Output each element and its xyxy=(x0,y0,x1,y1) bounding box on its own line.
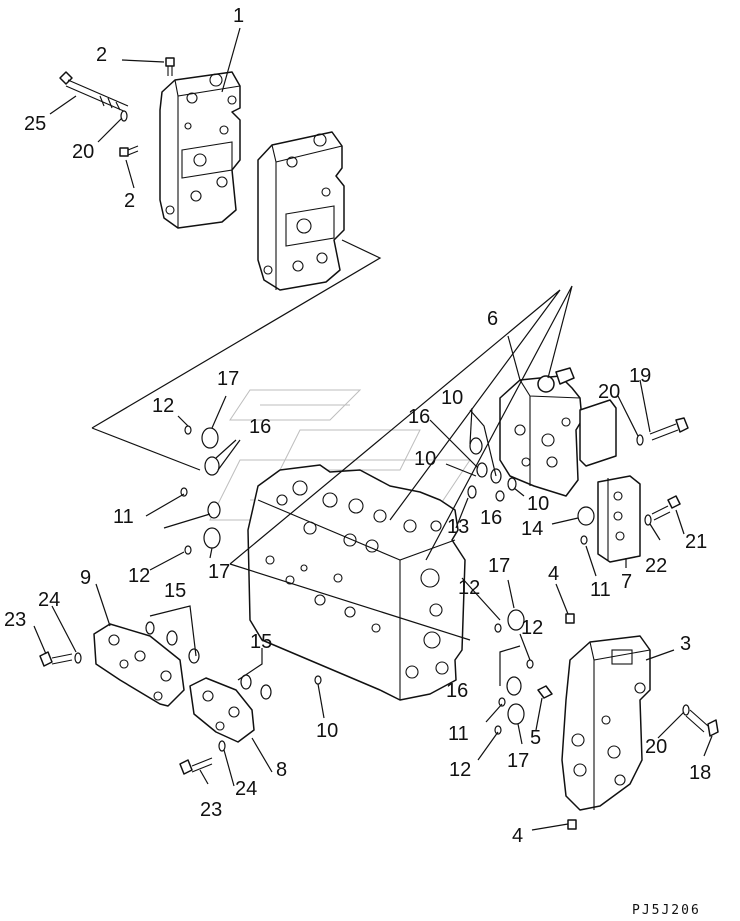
callout-16: 16 xyxy=(446,680,468,702)
callout-4: 4 xyxy=(548,563,559,585)
callout-4: 4 xyxy=(512,825,523,847)
callout-1: 1 xyxy=(233,5,244,27)
callout-24: 24 xyxy=(235,778,257,800)
callout-11: 11 xyxy=(113,506,134,528)
callout-12: 12 xyxy=(521,617,543,639)
callout-21: 21 xyxy=(685,531,707,553)
callout-23: 23 xyxy=(4,609,26,631)
callout-16: 16 xyxy=(480,507,502,529)
callout-12: 12 xyxy=(449,759,471,781)
washer-20-top xyxy=(120,110,128,122)
callout-2: 2 xyxy=(124,190,135,212)
washer-24-bottom xyxy=(218,740,226,752)
callout-20: 20 xyxy=(598,381,620,403)
screw-2-side xyxy=(119,145,139,157)
callout-14: 14 xyxy=(521,518,543,540)
end-block-3 xyxy=(561,635,651,811)
plug-5 xyxy=(537,685,553,699)
callout-12: 12 xyxy=(458,577,480,599)
callout-2: 2 xyxy=(96,44,107,66)
callout-17: 17 xyxy=(488,555,510,577)
callout-10: 10 xyxy=(414,448,436,470)
screw-4-top xyxy=(565,613,575,624)
callout-13: 13 xyxy=(447,516,469,538)
callout-10: 10 xyxy=(441,387,463,409)
bolt-21 xyxy=(651,495,681,521)
callout-7: 7 xyxy=(621,571,632,593)
plate-7 xyxy=(597,475,641,563)
callout-18: 18 xyxy=(689,762,711,784)
callout-11: 11 xyxy=(590,579,611,601)
o-rings xyxy=(145,425,595,735)
bolt-18 xyxy=(685,709,719,737)
callout-19: 19 xyxy=(629,365,651,387)
callout-17: 17 xyxy=(208,561,230,583)
callout-8: 8 xyxy=(276,759,287,781)
solenoid-block-6 xyxy=(499,367,617,497)
callout-17: 17 xyxy=(507,750,529,772)
screw-2-top xyxy=(165,57,175,76)
bolt-25 xyxy=(59,71,129,113)
callout-16: 16 xyxy=(408,406,430,428)
main-valve-body xyxy=(247,464,466,701)
screw-4-bottom xyxy=(567,819,577,830)
callout-20: 20 xyxy=(72,141,94,163)
callout-11: 11 xyxy=(448,723,469,745)
washer-24-left xyxy=(74,652,82,664)
bolt-23-left xyxy=(39,651,73,667)
callout-23: 23 xyxy=(200,799,222,821)
valve-section-rear xyxy=(257,131,345,291)
callout-20: 20 xyxy=(645,736,667,758)
callout-17: 17 xyxy=(217,368,239,390)
cover-9 xyxy=(93,623,185,707)
washer-20-right xyxy=(636,434,644,446)
callout-12: 12 xyxy=(128,565,150,587)
washer-22 xyxy=(644,514,652,526)
drawing-code: PJ5J206 xyxy=(632,903,701,918)
callout-24: 24 xyxy=(38,589,60,611)
callout-16: 16 xyxy=(249,416,271,438)
cover-8 xyxy=(189,677,255,743)
leader-lines xyxy=(33,27,713,831)
valve-section-1 xyxy=(159,71,241,229)
bolt-23-bottom xyxy=(179,757,213,775)
callout-15: 15 xyxy=(164,580,186,602)
callout-15: 15 xyxy=(250,631,272,653)
callout-9: 9 xyxy=(80,567,91,589)
washer-20-bottom xyxy=(682,704,690,716)
callout-10: 10 xyxy=(316,720,338,742)
callout-3: 3 xyxy=(680,633,691,655)
callout-22: 22 xyxy=(645,555,667,577)
bolt-19 xyxy=(649,417,689,441)
callout-12: 12 xyxy=(152,395,174,417)
callout-10: 10 xyxy=(527,493,549,515)
callout-labels: 1 2 2 25 20 6 19 20 17 12 16 10 16 10 10… xyxy=(4,5,711,847)
callout-6: 6 xyxy=(487,308,498,330)
callout-25: 25 xyxy=(24,113,46,135)
callout-5: 5 xyxy=(530,727,541,749)
